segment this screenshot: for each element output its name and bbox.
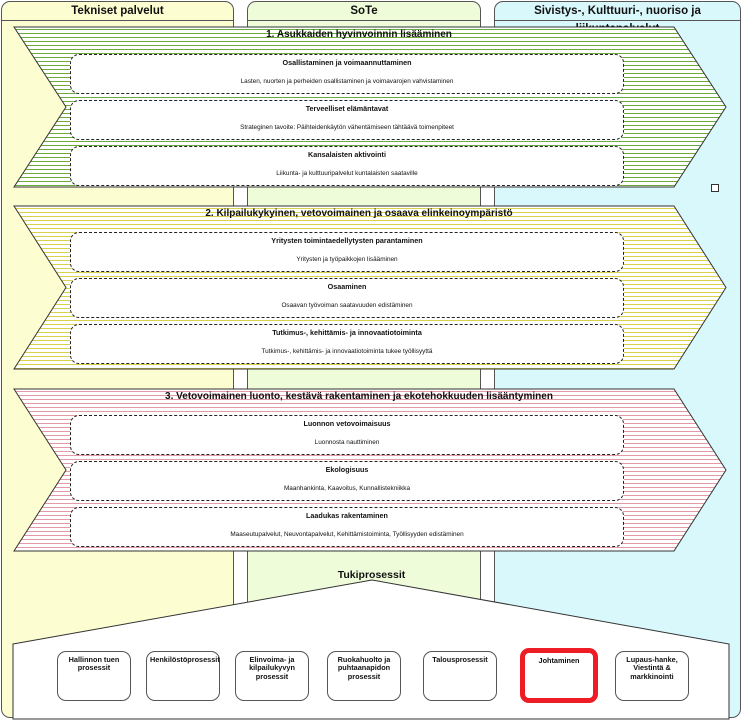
- goal-title-1: 1. Asukkaiden hyvinvoinnin lisääminen: [266, 29, 452, 40]
- subgoal-text: Lasten, nuorten ja perheiden osallistami…: [240, 78, 454, 85]
- process-elinvoima[interactable]: Elinvoima- ja kilpailukyvyn prosessit: [235, 651, 309, 701]
- subgoal-text: Tutkimus-, kehittämis- ja innovaatiotoim…: [261, 348, 433, 355]
- process-lupaus-hanke[interactable]: Lupaus-hanke, Viestintä & markkinointi: [615, 651, 689, 701]
- subgoal-card[interactable]: Kansalaisten aktivointi Liikunta- ja kul…: [70, 146, 624, 186]
- process-label: Lupaus-hanke, Viestintä & markkinointi: [626, 655, 678, 681]
- subgoal-card[interactable]: Yritysten toimintaedellytysten parantami…: [70, 232, 624, 272]
- column-header-sote: SoTe: [248, 2, 480, 21]
- subgoal-text: Luonnosta nauttiminen: [314, 439, 380, 446]
- subgoal-card[interactable]: Ekologisuus Maanhankinta, Kaavoitus, Kun…: [70, 461, 624, 501]
- column-header-tekniset: Tekniset palvelut: [2, 2, 233, 21]
- goal-title-2: 2. Kilpailukykyinen, vetovoimainen ja os…: [205, 208, 513, 219]
- subgoal-card[interactable]: Tutkimus-, kehittämis- ja innovaatiotoim…: [70, 324, 624, 364]
- subgoal-text: Osaavan työvoiman saatavuuden edistämine…: [281, 302, 413, 309]
- subgoal-title: Laadukas rakentaminen: [306, 511, 388, 520]
- support-title: Tukiprosessit: [337, 569, 406, 581]
- subgoal-title: Luonnon vetovoimaisuus: [303, 419, 391, 428]
- process-label: Elinvoima- ja kilpailukyvyn prosessit: [249, 655, 295, 681]
- subgoal-text: Yritysten ja työpaikkojen lisääminen: [296, 256, 398, 263]
- subgoal-title: Ekologisuus: [325, 465, 369, 474]
- process-henkilosto[interactable]: Henkilöstöprosessit: [146, 651, 220, 701]
- subgoal-card[interactable]: Laadukas rakentaminen Maaseutupalvelut, …: [70, 507, 624, 547]
- subgoal-card[interactable]: Osaaminen Osaavan työvoiman saatavuuden …: [70, 278, 624, 318]
- goal-band-3[interactable]: 3. Vetovoimainen luonto, kestävä rakenta…: [13, 388, 727, 552]
- subgoal-text: Liikunta- ja kulttuuripalvelut kuntalais…: [276, 170, 418, 177]
- process-label: Henkilöstöprosessit: [150, 655, 220, 664]
- subgoal-card[interactable]: Terveelliset elämäntavat Strateginen tav…: [70, 100, 624, 140]
- expand-icon[interactable]: [711, 184, 719, 192]
- goal-band-1[interactable]: 1. Asukkaiden hyvinvoinnin lisääminen Os…: [13, 26, 727, 188]
- subgoal-title: Tutkimus-, kehittämis- ja innovaatiotoim…: [272, 328, 422, 337]
- subgoal-card[interactable]: Luonnon vetovoimaisuus Luonnosta nauttim…: [70, 415, 624, 455]
- process-label: Hallinnon tuen prosessit: [68, 655, 120, 673]
- process-hallinnon-tuki[interactable]: Hallinnon tuen prosessit: [57, 651, 131, 701]
- subgoal-title: Kansalaisten aktivointi: [308, 150, 386, 159]
- process-talous[interactable]: Talousprosessit: [423, 651, 497, 701]
- subgoal-title: Terveelliset elämäntavat: [305, 104, 389, 113]
- goal-title-3: 3. Vetovoimainen luonto, kestävä rakenta…: [165, 391, 553, 402]
- process-johtaminen[interactable]: Johtaminen: [520, 648, 598, 703]
- subgoal-card[interactable]: Osallistaminen ja voimaannuttaminen Last…: [70, 54, 624, 94]
- process-label: Ruokahuolto ja puhtaanapidon prosessit: [337, 655, 391, 681]
- subgoal-title: Osaaminen: [327, 282, 367, 291]
- process-ruokahuolto[interactable]: Ruokahuolto ja puhtaanapidon prosessit: [327, 651, 401, 701]
- subgoal-title: Yritysten toimintaedellytysten parantami…: [271, 236, 423, 245]
- goal-band-2[interactable]: 2. Kilpailukykyinen, vetovoimainen ja os…: [13, 205, 727, 370]
- subgoal-text: Maanhankinta, Kaavoitus, Kunnallisteknii…: [283, 485, 411, 492]
- subgoal-text: Maaseutupalvelut, Neuvontapalvelut, Kehi…: [230, 531, 464, 538]
- process-label: Talousprosessit: [432, 655, 488, 664]
- subgoal-title: Osallistaminen ja voimaannuttaminen: [282, 58, 412, 67]
- process-label: Johtaminen: [538, 656, 580, 665]
- subgoal-text: Strateginen tavoite: Päihteidenkäytön vä…: [240, 124, 454, 131]
